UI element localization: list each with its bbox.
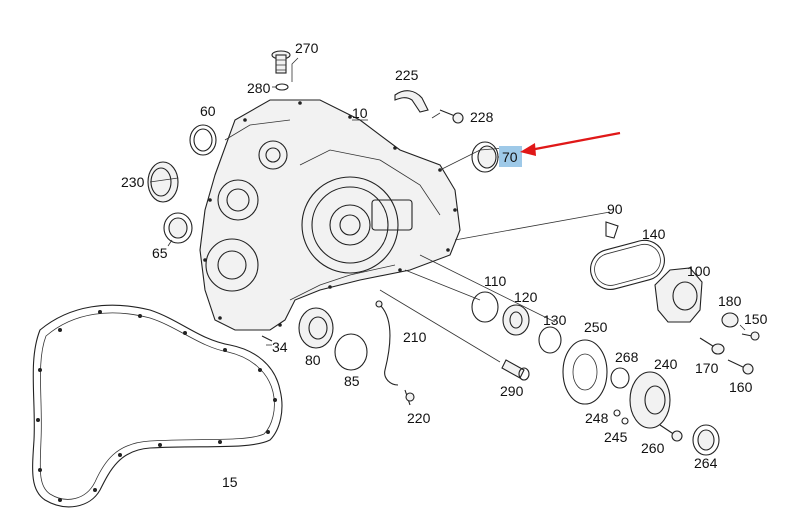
callout-264[interactable]: 264 [694,455,718,471]
washer-280[interactable] [275,83,289,91]
gasket-250[interactable] [562,339,608,405]
callout-140[interactable]: 140 [642,226,666,242]
pump-100[interactable] [654,267,703,323]
callout-245[interactable]: 245 [604,429,628,445]
callout-80[interactable]: 80 [305,352,321,368]
ring-130[interactable] [538,326,562,354]
seal-70[interactable] [471,141,499,173]
ring-110[interactable] [471,291,499,323]
callout-290[interactable]: 290 [500,383,524,399]
bolt-160[interactable] [727,359,754,375]
callout-170[interactable]: 170 [695,360,719,376]
callout-100[interactable]: 100 [687,263,711,279]
bolt-150[interactable] [741,331,760,341]
callout-280[interactable]: 280 [247,80,271,96]
bushing-290[interactable] [501,359,530,381]
ring-268[interactable] [610,367,630,389]
gear-120[interactable] [502,304,530,336]
pin-170[interactable] [699,337,725,355]
seal-65[interactable] [163,212,193,244]
callout-228[interactable]: 228 [470,109,494,125]
callout-225[interactable]: 225 [395,67,419,83]
callout-220[interactable]: 220 [407,410,431,426]
seal-60[interactable] [189,124,217,156]
chain-140[interactable] [586,236,669,294]
sensor-cable-210[interactable] [375,300,399,386]
callout-270[interactable]: 270 [295,40,319,56]
callout-70[interactable]: 70 [502,149,518,165]
callout-120[interactable]: 120 [514,289,538,305]
callout-34[interactable]: 34 [272,339,288,355]
leader-lines [149,57,746,363]
seal-264[interactable] [692,424,720,456]
callout-248[interactable]: 248 [585,410,609,426]
pin-34[interactable] [261,335,273,342]
callout-10[interactable]: 10 [352,105,368,121]
flange-240[interactable] [629,371,671,429]
callout-268[interactable]: 268 [615,349,639,365]
callout-85[interactable]: 85 [344,373,360,389]
callout-240[interactable]: 240 [654,356,678,372]
ring-85[interactable] [334,333,368,371]
callout-150[interactable]: 150 [744,311,768,327]
clip-90[interactable] [605,221,619,239]
bolt-220[interactable] [404,389,415,406]
callout-250[interactable]: 250 [584,319,608,335]
callout-labels: 270 280 225 228 60 10 70 230 65 90 140 1… [121,40,768,490]
callout-180[interactable]: 180 [718,293,742,309]
bracket-225[interactable] [394,90,429,113]
bearing-80[interactable] [298,307,334,349]
red-arrow [520,131,621,156]
transmission-housing-10[interactable] [199,99,461,331]
callout-110[interactable]: 110 [484,273,507,289]
bushing-245[interactable] [621,417,629,425]
callout-15[interactable]: 15 [222,474,238,490]
bolt-260[interactable] [659,424,683,442]
callout-210[interactable]: 210 [403,329,427,345]
callout-130[interactable]: 130 [543,312,567,328]
callout-65[interactable]: 65 [152,245,168,261]
callout-230[interactable]: 230 [121,174,145,190]
plug-180[interactable] [721,312,739,328]
callout-60[interactable]: 60 [200,103,216,119]
bolt-228[interactable] [439,109,464,124]
callout-260[interactable]: 260 [641,440,665,456]
highlight-box-70 [499,146,522,167]
pin-248[interactable] [613,409,621,417]
callout-90[interactable]: 90 [607,201,623,217]
gasket-15[interactable] [32,304,283,508]
callout-160[interactable]: 160 [729,379,753,395]
breather-270[interactable] [271,50,291,74]
